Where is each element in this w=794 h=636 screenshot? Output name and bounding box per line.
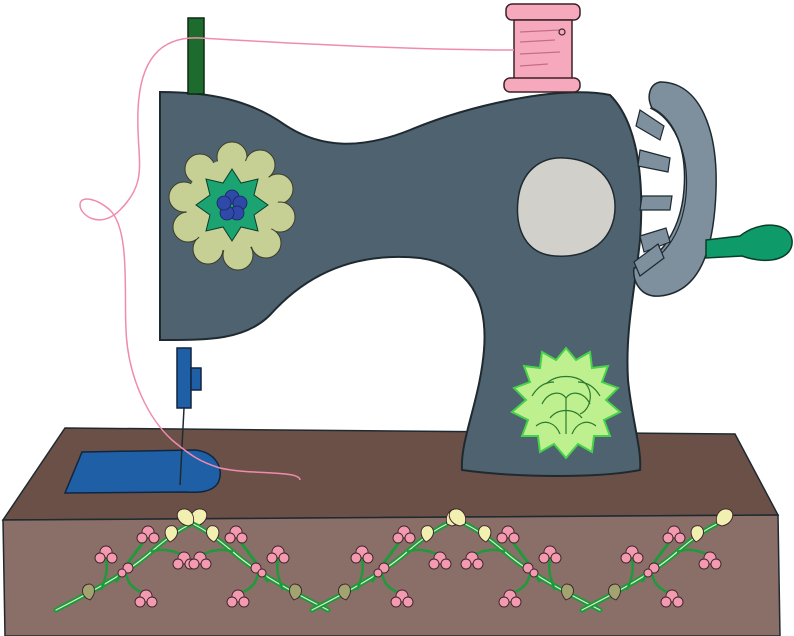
- presser-foot: [176, 347, 202, 409]
- flower-ornament-left: [168, 141, 296, 271]
- thread: [79, 37, 515, 481]
- crank-handle: [705, 224, 793, 262]
- needle: [179, 407, 185, 486]
- needle-bar: [187, 17, 205, 95]
- flower-ornament-right: [510, 346, 622, 460]
- thread-spool: [503, 3, 581, 93]
- medallion: [516, 157, 616, 257]
- needle-plate: [63, 449, 221, 494]
- handwheel: [632, 81, 717, 297]
